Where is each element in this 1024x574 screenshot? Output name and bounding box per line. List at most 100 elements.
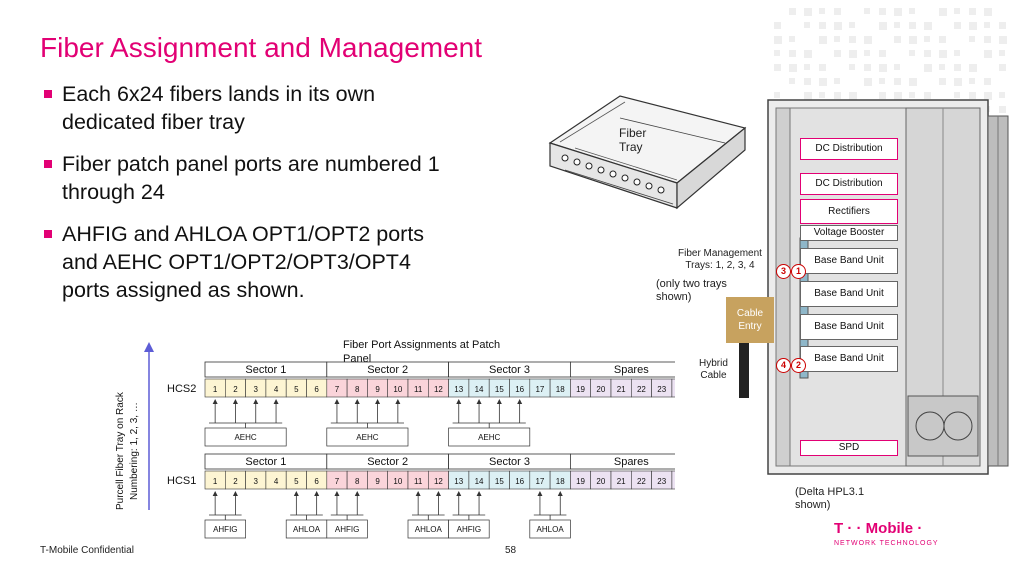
dot bbox=[774, 36, 782, 44]
sector-header bbox=[569, 361, 675, 378]
port-number: 17 bbox=[535, 385, 544, 394]
dot bbox=[939, 78, 946, 85]
dot bbox=[894, 36, 901, 43]
dot bbox=[879, 78, 885, 84]
dot bbox=[834, 92, 841, 99]
rack-unit-spd: SPD bbox=[800, 440, 898, 456]
port-number: 17 bbox=[535, 477, 544, 486]
dot bbox=[834, 50, 841, 57]
label-line: shown) bbox=[795, 499, 831, 511]
port-group-label: AHFIG bbox=[335, 525, 359, 534]
dot bbox=[939, 50, 947, 58]
dot bbox=[969, 22, 977, 30]
bullet-item: Fiber patch panel ports are numbered 1 t… bbox=[44, 150, 514, 206]
port-number: 20 bbox=[596, 385, 605, 394]
dot bbox=[834, 22, 842, 30]
dot bbox=[834, 8, 841, 15]
dot bbox=[894, 92, 902, 100]
port-arrowhead bbox=[537, 491, 543, 496]
dot bbox=[909, 50, 915, 56]
port-arrowhead bbox=[212, 399, 218, 404]
port-arrowhead bbox=[395, 399, 401, 404]
sector-label: Sector 3 bbox=[489, 364, 530, 376]
label-line: Entry bbox=[738, 321, 762, 332]
port-number: 23 bbox=[657, 385, 666, 394]
label-line: Cable bbox=[736, 308, 764, 319]
port-number: 18 bbox=[556, 385, 565, 394]
tmobile-logo: T · · Mobile · NETWORK TECHNOLOGY bbox=[834, 520, 939, 547]
sector-label: Spares bbox=[614, 364, 649, 376]
dot bbox=[819, 8, 825, 14]
dot bbox=[819, 78, 827, 86]
port-arrowhead bbox=[334, 491, 340, 496]
port-arrowhead bbox=[314, 491, 320, 496]
port-number: 14 bbox=[475, 477, 484, 486]
fiber-management-label: Fiber Management Trays: 1, 2, 3, 4 bbox=[678, 248, 762, 272]
port-cell bbox=[671, 378, 675, 398]
port-number: 13 bbox=[454, 385, 463, 394]
port-number: 4 bbox=[274, 385, 279, 394]
bullet-list: Each 6x24 fibers lands in its own dedica… bbox=[44, 80, 514, 318]
port-number: 11 bbox=[414, 385, 423, 394]
port-number: 21 bbox=[617, 477, 626, 486]
bullet-square-icon bbox=[44, 230, 52, 238]
port-number: 22 bbox=[637, 385, 646, 394]
dot bbox=[954, 78, 962, 86]
dot bbox=[924, 22, 932, 30]
dot bbox=[999, 22, 1006, 29]
sector-label: Spares bbox=[614, 456, 649, 468]
dot bbox=[969, 64, 977, 72]
dot bbox=[924, 36, 930, 42]
dot bbox=[939, 8, 947, 16]
port-cell bbox=[671, 470, 675, 490]
port-group-label: AEHC bbox=[478, 433, 500, 442]
port-arrowhead bbox=[354, 491, 360, 496]
dot bbox=[789, 78, 795, 84]
port-number: 1 bbox=[213, 477, 218, 486]
label-line: Fiber Management bbox=[678, 248, 762, 259]
rack-unit-dc-distribution: DC Distribution bbox=[800, 173, 898, 195]
rack-unit-base-band-unit: Base Band Unit bbox=[800, 346, 898, 372]
dot bbox=[954, 64, 961, 71]
dot bbox=[894, 78, 901, 85]
dot bbox=[819, 22, 826, 29]
dot bbox=[774, 92, 780, 98]
dot bbox=[819, 92, 825, 98]
port-number: 18 bbox=[556, 477, 565, 486]
port-number: 21 bbox=[617, 385, 626, 394]
slide-title: Fiber Assignment and Management bbox=[40, 32, 483, 63]
port-number: 12 bbox=[434, 385, 443, 394]
dot bbox=[789, 64, 797, 72]
dot bbox=[984, 22, 990, 28]
trays-note: (only two trays shown) bbox=[656, 278, 727, 304]
dot bbox=[879, 64, 887, 72]
dot bbox=[864, 78, 872, 86]
sector-label: Sector 3 bbox=[489, 456, 530, 468]
port-arrowhead bbox=[232, 399, 238, 404]
dot bbox=[999, 64, 1006, 71]
port-number: 16 bbox=[515, 385, 524, 394]
dot bbox=[789, 8, 796, 15]
label-line: Hybrid bbox=[699, 358, 728, 369]
dot bbox=[939, 36, 946, 43]
patch-title-line: Fiber Port Assignments at Patch bbox=[343, 339, 500, 351]
port-number: 3 bbox=[254, 477, 259, 486]
port-group-label: AEHC bbox=[234, 433, 256, 442]
dot bbox=[894, 8, 902, 16]
bullet-line: and AEHC OPT1/OPT2/OPT3/OPT4 bbox=[62, 250, 411, 274]
port-number: 9 bbox=[375, 477, 380, 486]
dot bbox=[789, 50, 796, 57]
port-number: 12 bbox=[434, 477, 443, 486]
port-group-label: AHLOA bbox=[537, 525, 565, 534]
port-arrowhead bbox=[435, 491, 441, 496]
dot bbox=[849, 92, 857, 100]
dot bbox=[834, 36, 840, 42]
port-number: 7 bbox=[335, 385, 340, 394]
port-number: 3 bbox=[254, 385, 259, 394]
port-arrowhead bbox=[496, 399, 502, 404]
fiber-tray-label-line: Fiber bbox=[619, 126, 647, 140]
port-number: 5 bbox=[294, 477, 299, 486]
bullet-line: Each 6x24 fibers lands in its own bbox=[62, 82, 376, 106]
patch-panel-diagram: Fiber Port Assignments at Patch Panel Se… bbox=[115, 339, 675, 539]
sector-label: Sector 2 bbox=[367, 456, 408, 468]
